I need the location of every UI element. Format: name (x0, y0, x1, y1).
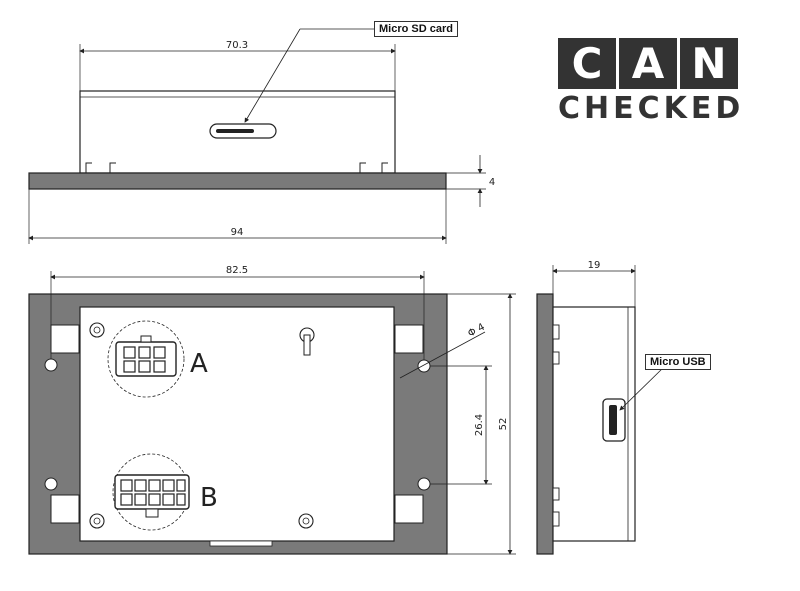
logo-word-checked: CHECKED (558, 91, 745, 126)
dim-side-depth: 19 (588, 260, 601, 271)
connector-b-label: B (200, 483, 218, 513)
side-view: 19 (536, 260, 666, 555)
connector-a-label: A (190, 349, 208, 379)
side-view-flange (536, 293, 554, 555)
front-view: A B 82.5 26.4 52 Φ 4 (28, 265, 516, 555)
can-checked-logo: C A N CHECKED (558, 38, 745, 126)
logo-letter-c: C (558, 38, 616, 89)
dim-front-width: 82.5 (226, 265, 248, 276)
sd-card-callout: Micro SD card (374, 21, 458, 37)
top-view: 70.3 94 4 (28, 28, 495, 244)
usb-callout: Micro USB (645, 354, 711, 370)
logo-letter-n: N (680, 38, 738, 89)
dim-total-height: 52 (498, 418, 509, 431)
dim-flange-thickness: 4 (489, 177, 495, 188)
dim-hole-spacing: 26.4 (474, 414, 485, 436)
dim-top-total-width: 94 (231, 227, 244, 238)
dim-top-inner-width: 70.3 (226, 40, 248, 51)
logo-letter-a: A (619, 38, 677, 89)
logo-letter-row: C A N (558, 38, 738, 89)
top-view-flange (28, 172, 447, 190)
